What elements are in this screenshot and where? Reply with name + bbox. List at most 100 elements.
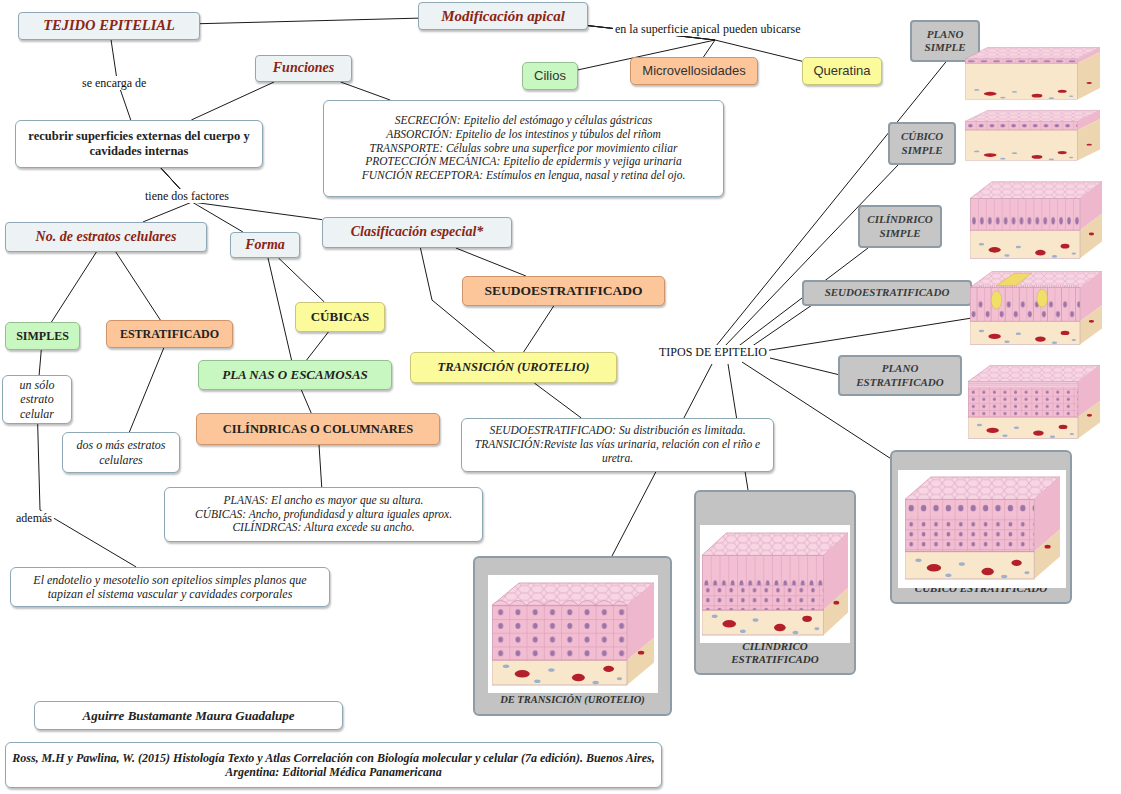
node-text: DE TRANSICIÓN (UROTELIO) xyxy=(500,694,645,707)
note-box: SEUDOESTRATIFICADO: Su distribución es l… xyxy=(461,418,774,472)
node-text: Ross, M.H y Pawlina, W. (2015) Histologí… xyxy=(11,751,656,780)
link-phrase: en la superficie apical pueden ubicarse xyxy=(613,22,803,36)
type-label: PLANO SIMPLE xyxy=(910,20,980,62)
leader-line xyxy=(748,305,812,349)
note-box: PLANAS: El ancho es mayor que su altura.… xyxy=(164,487,483,542)
node-text: Modificación apical xyxy=(441,7,565,25)
node-text: CÚBICAS xyxy=(311,309,370,325)
node-text: El endotelio y mesotelio son epitelios s… xyxy=(16,573,324,602)
node-text: Clasificación especial* xyxy=(351,224,484,241)
term-box: SIMPLES xyxy=(5,322,80,350)
node-text: PROTECCIÓN MECÁNICA: Epitelio de epiderm… xyxy=(365,155,682,169)
node-text: CÚBICO ESTRATIFICADO xyxy=(915,582,1047,595)
term-box: SEUDOESTRATIFICADO xyxy=(462,276,665,306)
node-text: Queratina xyxy=(813,63,870,79)
term-box: Cilios xyxy=(522,62,578,90)
node-text: No. de estratos celulares xyxy=(36,229,177,246)
connector-line xyxy=(51,252,96,322)
concept-box: Forma xyxy=(230,232,300,258)
connector-line xyxy=(200,18,418,24)
image-panel: CILÍNDRICO ESTRATIFICADO xyxy=(694,490,856,675)
concept-box: Funciones xyxy=(255,55,352,82)
leader-line xyxy=(764,318,972,351)
edge-label: se encarga de xyxy=(80,76,148,90)
note-box: un sólo estrato celular xyxy=(2,375,72,424)
term-box: Queratina xyxy=(802,57,882,85)
note-box: dos o más estratos celulares xyxy=(62,432,180,473)
connector-line xyxy=(307,332,329,360)
node-text: PLANO SIMPLE xyxy=(917,28,973,54)
node-text: TRANSICIÓN:Reviste las vías urinaria, re… xyxy=(467,438,768,466)
type-label: CÚBICO SIMPLE xyxy=(888,122,956,165)
node-text: ESTRATIFICADO xyxy=(120,327,219,341)
node-text: Microvellosidades xyxy=(642,63,745,79)
concept-box: No. de estratos celulares xyxy=(5,222,207,252)
node-text: TRANSPORTE: Células sobre una superfice … xyxy=(370,142,678,156)
term-box: CÚBICAS xyxy=(295,302,385,332)
node-text: TEJIDO EPITELIAL xyxy=(43,17,175,34)
connector-line xyxy=(191,82,274,120)
type-label: SEUDOESTRATIFICADO xyxy=(802,280,972,306)
term-box: ESTRATIFICADO xyxy=(106,320,233,348)
node-text: SEUDOESTRATIFICADO xyxy=(484,283,642,299)
node-text: SECRECIÓN: Epitelio del estómago y célul… xyxy=(395,114,652,128)
node-text: Forma xyxy=(245,237,285,254)
term-box: PLA NAS O ESCAMOSAS xyxy=(198,360,392,390)
node-text: PLANAS: El ancho es mayor que su altura. xyxy=(224,494,424,508)
node-text: SIMPLES xyxy=(16,329,69,343)
term-box: Microvellosidades xyxy=(630,57,758,85)
note-box: SECRECIÓN: Epitelio del estómago y célul… xyxy=(323,100,724,197)
tissue-image xyxy=(970,272,1102,345)
node-text: SEUDOESTRATIFICADO xyxy=(825,286,950,299)
node-text: dos o más estratos celulares xyxy=(68,438,174,467)
tissue-image xyxy=(965,48,1100,100)
leader-line xyxy=(724,165,898,347)
node-text: recubrir superficies externas del cuerpo… xyxy=(21,129,257,159)
edge-label: además xyxy=(14,511,54,525)
node-text: CÚBICO SIMPLE xyxy=(895,130,949,156)
node-text: ABSORCIÓN: Epitelio de los intestinos y … xyxy=(386,128,661,142)
node-text: un sólo estrato celular xyxy=(8,378,66,421)
link-phrase: tiene dos factores xyxy=(143,189,231,203)
main-concept: TEJIDO EPITELIAL xyxy=(18,12,200,40)
connector-line xyxy=(319,445,322,487)
image-panel: DE TRANSICIÓN (UROTELIO) xyxy=(473,556,672,716)
node-text: CILÍNDRICO ESTRATIFICADO xyxy=(701,640,849,666)
note-box: El endotelio y mesotelio son epitelios s… xyxy=(10,567,330,607)
term-box: CILÍNDRICAS O COLUMNARES xyxy=(196,413,440,445)
connector-line xyxy=(268,258,292,360)
concept-box: Clasificación especial* xyxy=(322,217,512,248)
leader-line xyxy=(770,358,840,375)
tissue-image xyxy=(965,110,1100,160)
image-panel: CÚBICO ESTRATIFICADO xyxy=(890,450,1072,604)
type-label: PLANO ESTRATIFICADO xyxy=(838,355,962,396)
connector-line xyxy=(456,248,526,276)
connector-line xyxy=(341,82,391,100)
term-box: TRANSICIÓN (UROTELIO) xyxy=(410,352,617,383)
node-text: Funciones xyxy=(273,60,334,77)
author-box: Aguirre Bustamante Maura Guadalupe xyxy=(34,701,343,730)
node-text: SEUDOESTRATIFICADO: Su distribución es l… xyxy=(489,424,745,438)
node-text: CILÍNDRICAS O COLUMNARES xyxy=(223,422,413,437)
connector-line xyxy=(129,348,163,432)
node-text: PLANO ESTRATIFICADO xyxy=(845,362,955,388)
concept-box: Modificación apical xyxy=(418,2,588,30)
tissue-image xyxy=(970,182,1102,259)
reference-box: Ross, M.H y Pawlina, W. (2015) Histologí… xyxy=(5,742,662,788)
tissue-image xyxy=(968,366,1100,439)
connector-line xyxy=(524,306,554,352)
concept-box: recubrir superficies externas del cuerpo… xyxy=(15,120,263,168)
node-text: Aguirre Bustamante Maura Guadalupe xyxy=(82,708,294,724)
connector-line xyxy=(39,350,41,375)
connector-line xyxy=(534,383,581,418)
connector-line xyxy=(116,252,161,320)
node-text: PLA NAS O ESCAMOSAS xyxy=(222,367,368,383)
type-label: CILÍNDRICO SIMPLE xyxy=(858,205,942,248)
node-text: FUNCIÓN RECEPTORA: Estímulos en lengua, … xyxy=(362,169,686,183)
node-text: CILÍNDRCAS: Altura excede su ancho. xyxy=(232,521,414,535)
connector-line xyxy=(279,258,325,302)
node-text: TRANSICIÓN (UROTELIO) xyxy=(438,360,590,375)
node-text: Cilios xyxy=(534,68,566,84)
link-phrase: TIPOS DE EPITELIO xyxy=(657,345,769,359)
